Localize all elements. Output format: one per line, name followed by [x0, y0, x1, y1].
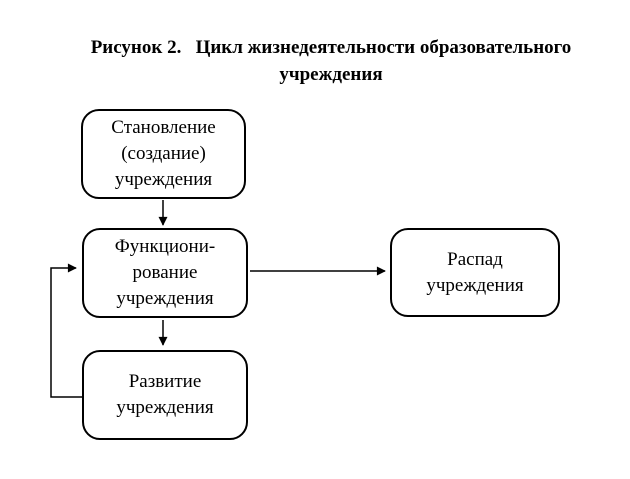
- arrow-development-to-functioning-loop: [50, 263, 82, 398]
- node-disintegration-label: Распад учреждения: [426, 248, 524, 296]
- node-functioning-label: Функциони- рование учреждения: [114, 236, 216, 309]
- figure-caption: Рисунок 2. Цикл жизнедеятельности образо…: [90, 37, 577, 85]
- node-development-label: Развитие учреждения: [116, 371, 214, 418]
- node-functioning: Функциони- рование учреждения: [82, 228, 248, 318]
- node-formation: Становление (создание) учреждения: [81, 109, 246, 199]
- node-formation-label: Становление (создание) учреждения: [111, 117, 216, 190]
- node-disintegration: Распад учреждения: [390, 228, 560, 317]
- node-development: Развитие учреждения: [82, 350, 248, 440]
